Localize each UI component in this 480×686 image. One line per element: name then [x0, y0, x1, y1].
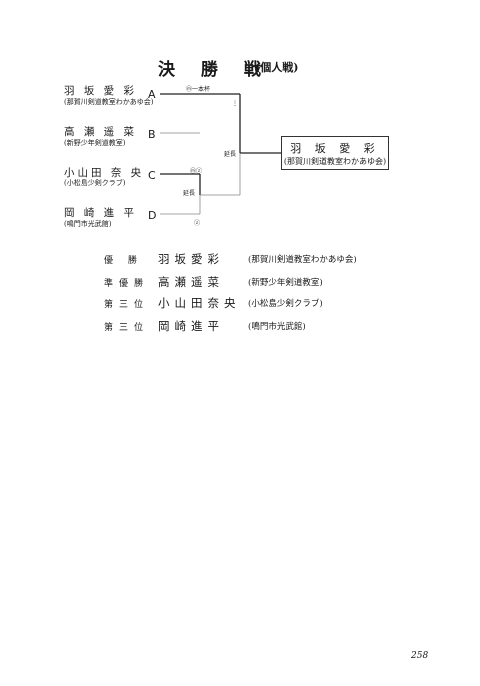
player-a-name: 羽 坂 愛 彩 — [64, 85, 138, 97]
page-number: 258 — [411, 651, 429, 661]
page-subtitle: (個人戦) — [255, 61, 299, 74]
ab-dots-note: ⋮ — [232, 100, 238, 107]
player-d-name: 岡 崎 進 平 — [64, 207, 138, 219]
cd-bottom-score-note: ⓩ — [194, 220, 201, 227]
winner-club: (那賀川剣道教室わかあゆ会) — [283, 157, 387, 166]
player-d-letter: D — [148, 209, 157, 222]
player-b-club: (新野少年剣道教室) — [64, 139, 126, 147]
player-b-letter: B — [148, 128, 156, 141]
cd-extension-note: 延長 — [183, 190, 196, 197]
result-rank-4: 第三位 — [104, 323, 150, 333]
final-extension-note: 延長 — [224, 151, 237, 158]
result-name-4: 岡崎進平 — [158, 319, 224, 333]
player-a-club: (那賀川剣道教室わかあゆ会) — [64, 98, 154, 106]
result-name-3: 小山田奈央 — [158, 296, 241, 310]
player-a-letter: A — [148, 88, 156, 101]
result-rank-1: 優 勝 — [104, 256, 143, 266]
winner-name: 羽 坂 愛 彩 — [290, 142, 380, 155]
player-c-name: 小山田 奈 央 — [64, 167, 145, 179]
player-d-club: (鳴門市光武館) — [64, 220, 112, 228]
result-club-3: (小松島少剣クラブ) — [248, 299, 323, 309]
page-title: 決 勝 戦 — [158, 60, 271, 80]
result-name-2: 高瀬遥菜 — [158, 275, 224, 289]
result-rank-2: 準優勝 — [104, 279, 150, 289]
cd-top-score-note: ⓜⓩ — [190, 168, 203, 175]
result-club-1: (那賀川剣道教室わかあゆ会) — [248, 255, 357, 265]
result-rank-3: 第三位 — [104, 300, 150, 310]
player-b-name: 高 瀬 遥 菜 — [64, 126, 138, 138]
result-club-4: (鳴門市光武館) — [248, 322, 306, 332]
winner-box: 羽 坂 愛 彩 (那賀川剣道教室わかあゆ会) — [281, 136, 389, 170]
player-c-club: (小松島少剣クラブ) — [64, 179, 126, 187]
player-c-letter: C — [148, 169, 156, 182]
ab-score-note: ⓜ一本杯 — [186, 86, 211, 93]
result-name-1: 羽坂愛彩 — [158, 252, 224, 266]
result-club-2: (新野少年剣道教室) — [248, 278, 323, 288]
